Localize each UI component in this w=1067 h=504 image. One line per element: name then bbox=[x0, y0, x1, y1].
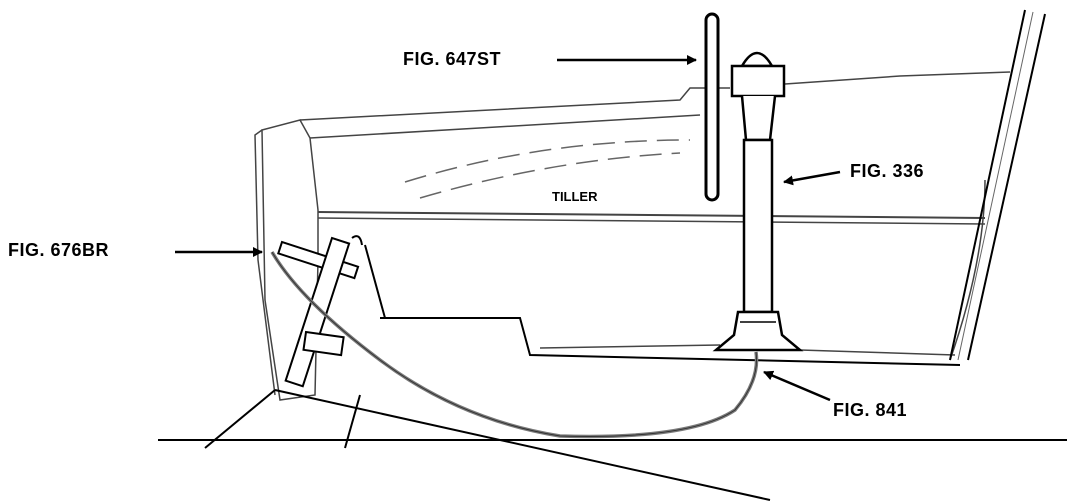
steering-cable bbox=[270, 251, 759, 439]
label-fig-336: FIG. 336 bbox=[850, 161, 925, 181]
label-fig-647st: FIG. 647ST bbox=[403, 49, 502, 69]
label-fig-676br: FIG. 676BR bbox=[8, 240, 110, 260]
tiller-bracket bbox=[277, 235, 363, 388]
boat-hull bbox=[254, 9, 1046, 401]
arrow-336 bbox=[783, 170, 841, 186]
label-tiller: TILLER bbox=[552, 189, 598, 204]
steering-wheel bbox=[704, 12, 720, 202]
label-fig-841: FIG. 841 bbox=[833, 400, 908, 420]
support-lines bbox=[204, 389, 771, 501]
deck-sketch-lines bbox=[404, 139, 691, 199]
arrow-841 bbox=[763, 370, 831, 402]
helm-pedestal bbox=[712, 51, 804, 352]
